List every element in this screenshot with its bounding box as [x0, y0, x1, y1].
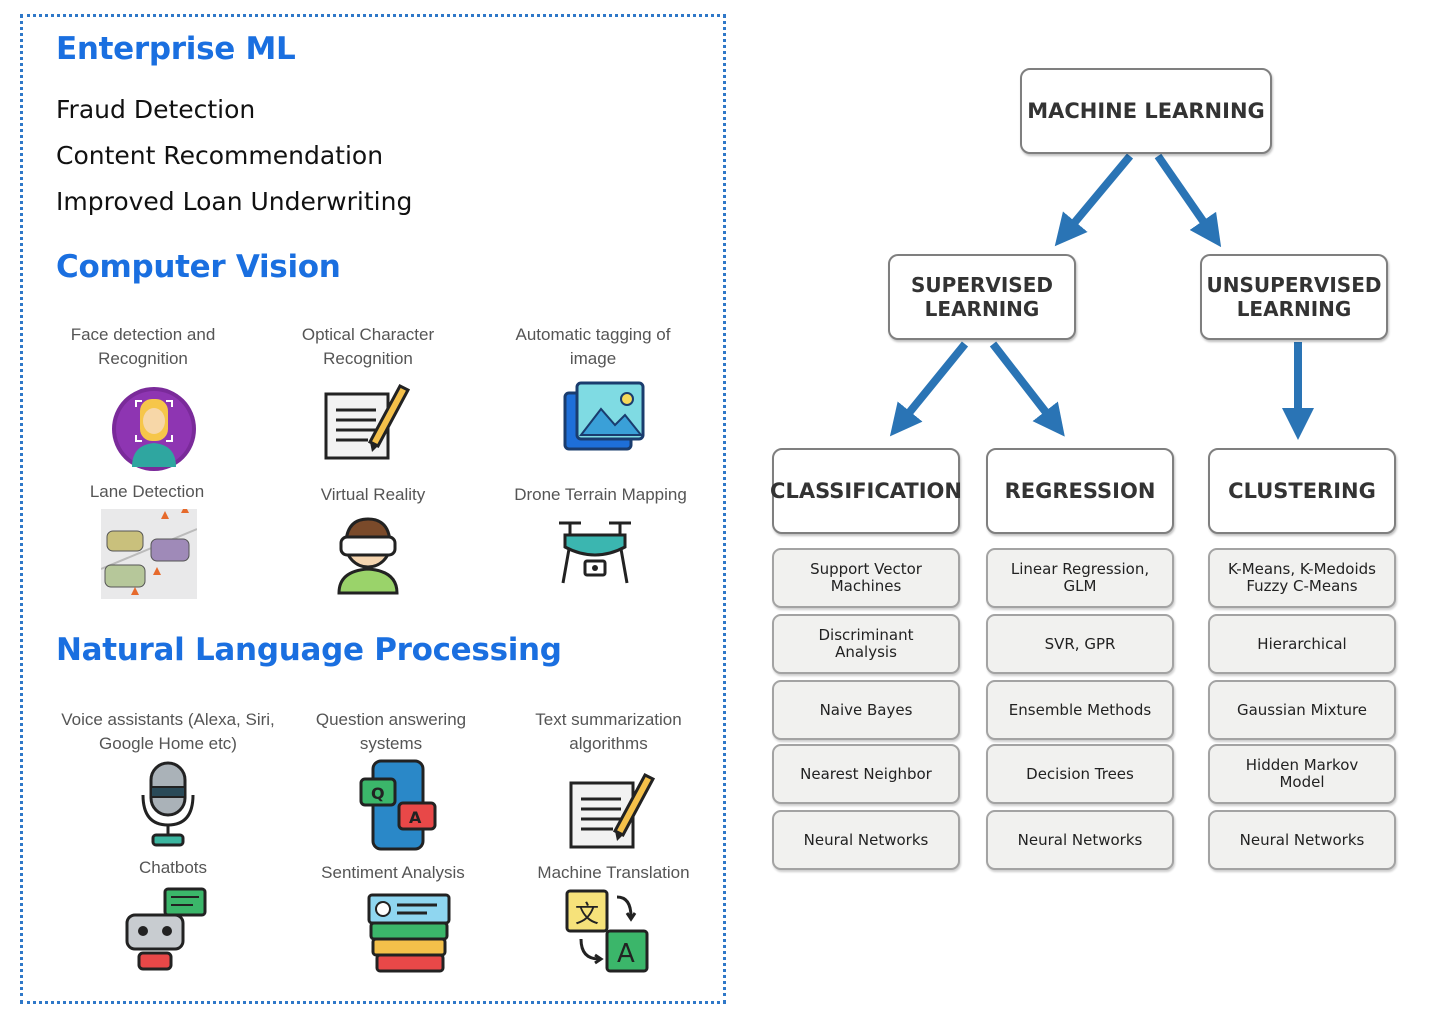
drone-icon [559, 521, 631, 584]
arrow-supervised-to-regression [989, 341, 1065, 437]
machine-learning-node: MACHINE LEARNING [1020, 68, 1272, 154]
clustering-method-hierarchical: Hierarchical [1208, 614, 1396, 674]
stacked-cards-icon [367, 893, 451, 973]
regression-method-decision-trees: Decision Trees [986, 744, 1174, 804]
svg-text:Q: Q [371, 784, 385, 803]
regression-method-neural-networks: Neural Networks [986, 810, 1174, 870]
computer-vision-heading: Computer Vision [56, 249, 341, 285]
traffic-cars-icon [101, 509, 197, 599]
ml-taxonomy-diagram: MACHINE LEARNING SUPERVISED LEARNING UNS… [760, 50, 1420, 900]
qa-phone-icon: Q A [359, 759, 437, 851]
clustering-method-kmeans: K-Means, K-Medoids Fuzzy C-Means [1208, 548, 1396, 608]
enterprise-ml-heading: Enterprise ML [56, 31, 296, 67]
nlp-caption-qa: Question answering systems [315, 710, 467, 753]
cv-caption-face: Face detection and Recognition [70, 325, 216, 368]
svg-text:文: 文 [575, 900, 599, 928]
vr-headset-icon [337, 517, 399, 595]
classification-method-neural-networks: Neural Networks [772, 810, 960, 870]
arrow-supervised-to-classification [889, 341, 969, 437]
cv-caption-ocr: Optical Character Recognition [301, 325, 435, 368]
classification-method-discriminant: Discriminant Analysis [772, 614, 960, 674]
classification-method-nearest-neighbor: Nearest Neighbor [772, 744, 960, 804]
applications-panel: Enterprise ML Fraud Detection Content Re… [20, 14, 726, 1004]
document-pencil-icon [569, 773, 656, 849]
nlp-heading: Natural Language Processing [56, 632, 562, 668]
clustering-method-neural-networks: Neural Networks [1208, 810, 1396, 870]
translate-icon: 文 A [565, 889, 649, 973]
supervised-learning-node: SUPERVISED LEARNING [888, 254, 1076, 340]
clustering-node: CLUSTERING [1208, 448, 1396, 534]
cv-caption-vr: Virtual Reality [320, 485, 426, 504]
enterprise-item-recommendation: Content Recommendation [56, 141, 384, 170]
nlp-caption-translation: Machine Translation [537, 863, 690, 882]
classification-method-naive-bayes: Naive Bayes [772, 680, 960, 740]
arrow-root-to-supervised [1054, 153, 1134, 247]
cv-caption-tagging: Automatic tagging of image [515, 325, 671, 368]
microphone-icon [141, 761, 195, 847]
enterprise-item-loan: Improved Loan Underwriting [56, 187, 413, 216]
nlp-caption-summarization: Text summarization algorithms [535, 710, 682, 753]
nlp-caption-sentiment: Sentiment Analysis [321, 863, 465, 882]
svg-text:A: A [409, 808, 422, 827]
svg-text:A: A [617, 939, 635, 969]
regression-method-linear: Linear Regression, GLM [986, 548, 1174, 608]
unsupervised-learning-node: UNSUPERVISED LEARNING [1200, 254, 1388, 340]
diagram-arrows [889, 153, 1314, 440]
clustering-method-hidden-markov: Hidden Markov Model [1208, 744, 1396, 804]
cv-caption-drone: Drone Terrain Mapping [514, 485, 687, 504]
cv-caption-lane: Lane Detection [89, 482, 205, 501]
robot-chat-icon [125, 887, 207, 971]
regression-node: REGRESSION [986, 448, 1174, 534]
regression-method-ensemble: Ensemble Methods [986, 680, 1174, 740]
clustering-method-gaussian-mixture: Gaussian Mixture [1208, 680, 1396, 740]
enterprise-item-fraud: Fraud Detection [56, 95, 256, 124]
arrow-root-to-unsupervised [1154, 153, 1222, 248]
classification-method-svm: Support Vector Machines [772, 548, 960, 608]
nlp-caption-voice: Voice assistants (Alexa, Siri, Google Ho… [61, 710, 275, 753]
image-gallery-icon [563, 381, 645, 451]
face-recognition-icon [112, 387, 196, 471]
nlp-caption-chatbots: Chatbots [138, 858, 208, 877]
document-pencil-icon [324, 384, 411, 460]
classification-node: CLASSIFICATION [770, 448, 962, 534]
regression-method-svr-gpr: SVR, GPR [986, 614, 1174, 674]
